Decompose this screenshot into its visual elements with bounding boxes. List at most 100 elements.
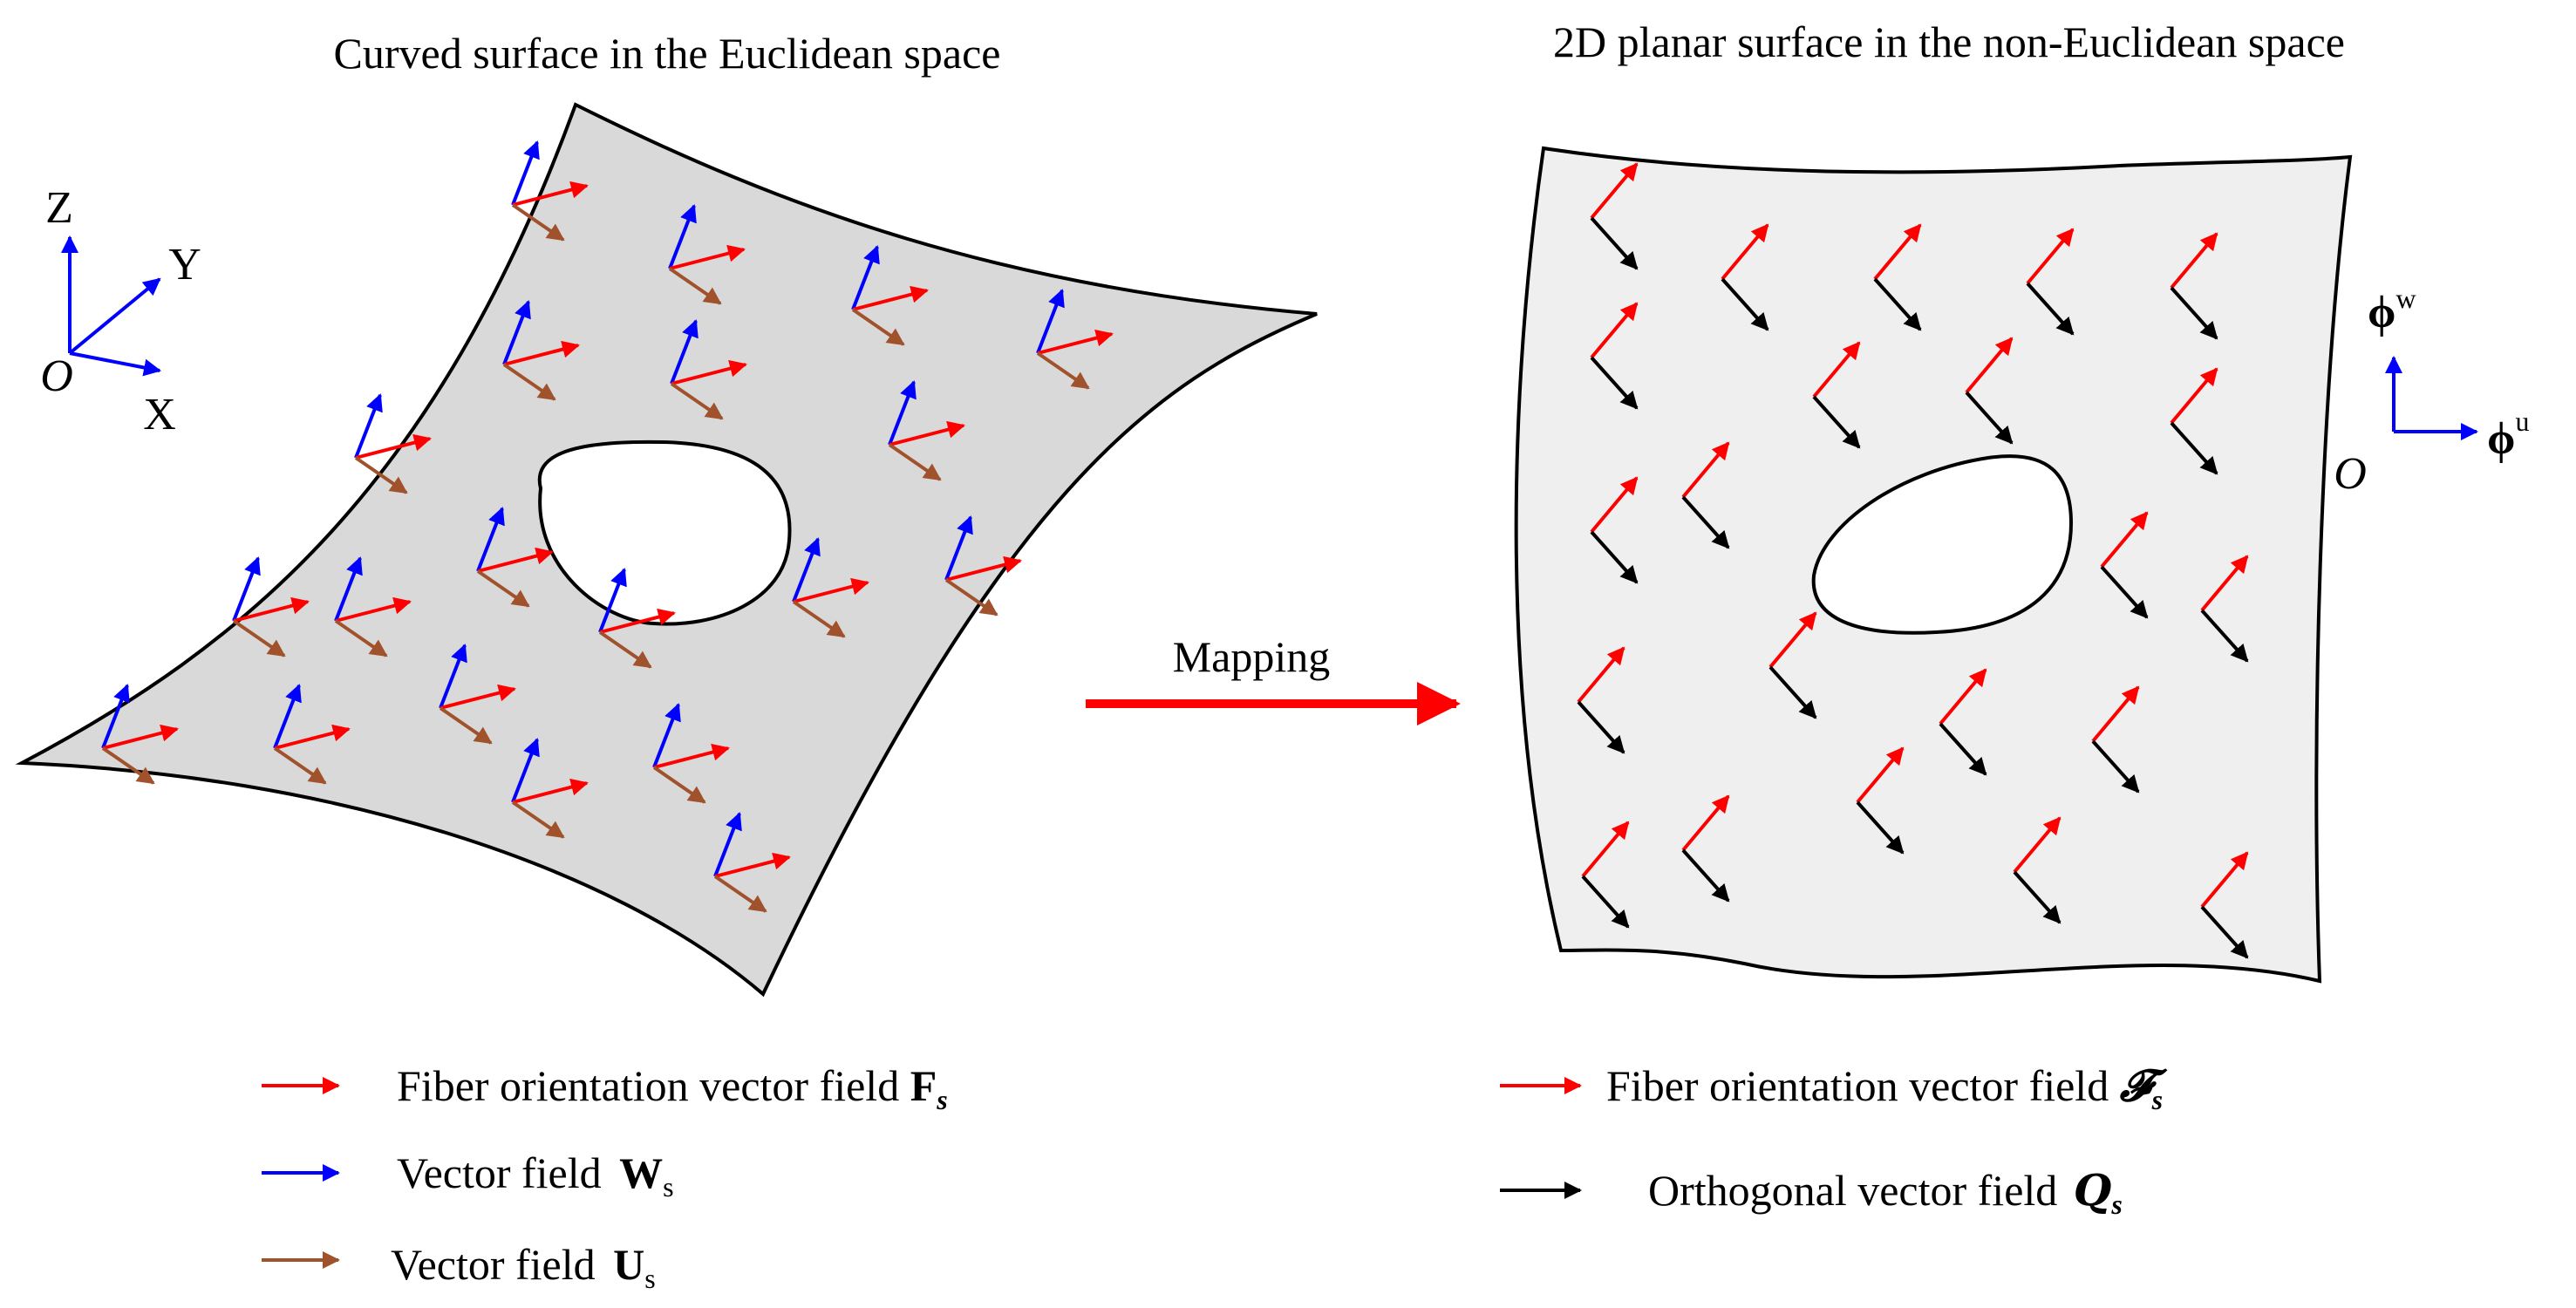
vector-triad [334, 556, 412, 657]
u-vector [851, 308, 905, 346]
orth-vector [1873, 277, 1922, 331]
w-vector [713, 812, 742, 877]
fiber-vector [714, 852, 791, 878]
fiber-vector [1577, 646, 1625, 704]
y-axis-label: Y [168, 240, 201, 290]
fiber-vector [599, 608, 676, 634]
u-vector [944, 578, 998, 617]
vector-triad [511, 738, 589, 839]
fiber-vector [2013, 816, 2061, 874]
w-vector [101, 684, 130, 749]
axes-2d: ϕw ϕu O [2334, 283, 2529, 499]
fiber-vector [2100, 511, 2149, 569]
vector-pair [1939, 668, 1987, 776]
w-vector [792, 537, 821, 603]
u-vector [334, 619, 388, 657]
fiber-vector [512, 778, 589, 804]
vector-pair [2200, 555, 2249, 663]
fiber-vector [1721, 223, 1769, 281]
vector-pair [2200, 851, 2249, 959]
fiber-vector [2170, 232, 2218, 290]
fiber-vector [1590, 162, 1639, 220]
fiber-vector [1812, 341, 1861, 399]
vector-triad [851, 245, 929, 346]
vector-pair [1577, 646, 1625, 754]
origin-2d-label: O [2334, 449, 2367, 499]
vector-pair [1681, 794, 1730, 903]
left-title: Curved surface in the Euclidean space [334, 29, 1001, 78]
mapping-label: Mapping [1173, 632, 1331, 681]
u-axis-label: ϕu [2487, 405, 2529, 464]
vector-pair [2091, 685, 2140, 794]
vector-triad [888, 380, 965, 481]
fiber-vector [852, 285, 929, 311]
u-vector [652, 766, 706, 804]
left-vector-field [101, 140, 1114, 913]
u-vector [232, 619, 286, 657]
u-vector [888, 443, 942, 481]
w-vector [476, 507, 505, 572]
vector-triad [598, 568, 676, 669]
vector-triad [670, 319, 747, 420]
planar-surface-hole [1811, 454, 2074, 635]
fiber-vector [945, 555, 1022, 582]
fiber-vector [1590, 302, 1639, 359]
w-vector [502, 300, 531, 365]
fiber-vector [512, 181, 589, 207]
curved-surface-hole [537, 439, 792, 626]
orth-vector [1681, 848, 1730, 903]
vector-pair [1812, 341, 1861, 449]
fiber-vector [1856, 746, 1905, 804]
w-vector [598, 568, 627, 633]
orth-vector [2170, 286, 2218, 340]
vector-pair [2100, 511, 2149, 619]
w-vector [334, 556, 363, 622]
axes-3d: Z Y X O [40, 183, 201, 439]
orth-vector [1590, 216, 1639, 270]
fiber-vector [889, 420, 965, 446]
orth-vector [1590, 530, 1639, 584]
legend-u-label: Vector field Us [391, 1240, 656, 1294]
fiber-vector [440, 684, 516, 710]
orth-vector [1721, 277, 1769, 331]
vector-pair [1721, 223, 1769, 331]
vector-pair [2170, 367, 2218, 475]
orth-vector [1812, 395, 1861, 449]
fiber-vector [653, 743, 730, 769]
orth-vector [1856, 800, 1905, 855]
fiber-vector [1939, 668, 1987, 726]
vector-triad [439, 644, 516, 745]
w-vector [273, 684, 302, 749]
fiber-vector [1681, 794, 1730, 852]
vector-pair [1681, 441, 1730, 549]
fiber-vector [1768, 611, 1817, 669]
w-vector [888, 380, 917, 446]
vector-pair [2013, 816, 2061, 924]
vector-triad [792, 537, 869, 638]
z-axis-label: Z [45, 183, 73, 233]
u-vector [511, 203, 565, 242]
u-vector [101, 746, 155, 785]
legend-right: Fiber orientation vector field 𝓕s Orthog… [1500, 1061, 2168, 1220]
vector-pair [1965, 337, 2014, 445]
fiber-vector [1681, 441, 1730, 499]
u-vector [354, 456, 408, 494]
vector-triad [476, 507, 554, 608]
fiber-vector [793, 577, 869, 603]
w-vector [1036, 289, 1065, 354]
orth-vector [2170, 421, 2218, 475]
u-vector [511, 800, 565, 839]
fiber-vector [1581, 821, 1630, 878]
fiber-vector [335, 596, 412, 623]
vector-triad [101, 684, 179, 785]
w-vector [511, 140, 540, 206]
w-axis-label: ϕw [2368, 283, 2416, 337]
w-vector [670, 319, 699, 385]
vector-pair [2170, 232, 2218, 340]
orth-vector [1581, 875, 1630, 929]
right-vector-field [1577, 162, 2249, 959]
fiber-vector [1037, 329, 1114, 355]
fiber-vector [477, 547, 554, 573]
fiber-vector [671, 359, 747, 385]
